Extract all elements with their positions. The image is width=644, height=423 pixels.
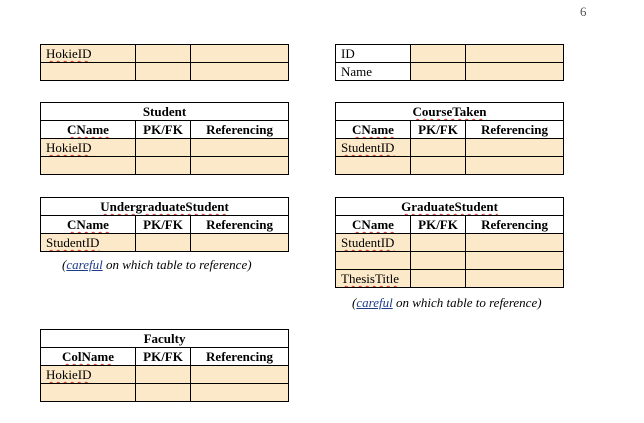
referencing-cell[interactable] [190, 62, 289, 81]
table-row [40, 62, 289, 81]
referencing-cell[interactable] [465, 44, 564, 63]
pkfk-cell[interactable] [410, 269, 466, 288]
header-colname: CName [67, 217, 109, 232]
header-row: ColName PK/FK Referencing [40, 347, 290, 366]
graduate-note: (careful on which table to reference) [352, 295, 542, 310]
column-name: ThesisTitle [341, 271, 400, 286]
referencing-cell[interactable] [464, 269, 565, 288]
column-name: HokieID [46, 367, 92, 382]
column-name: StudentID [341, 235, 395, 250]
table-row: HokieID [40, 365, 290, 384]
undergraduate-table: UndergraduateStudent CName PK/FK Referen… [39, 197, 290, 252]
pkfk-cell[interactable] [410, 44, 466, 63]
header-row: CName PK/FK Referencing [335, 120, 564, 139]
column-name: HokieID [46, 46, 92, 61]
table-title: Student [39, 102, 290, 121]
table-title: GraduateStudent [401, 199, 498, 214]
faculty-table: Faculty ColName PK/FK Referencing HokieI… [39, 329, 290, 402]
referencing-cell[interactable] [189, 233, 290, 252]
table-row [40, 156, 290, 175]
pkfk-cell[interactable] [410, 138, 466, 157]
header-referencing: Referencing [189, 120, 290, 139]
column-name-cell[interactable] [40, 156, 136, 175]
column-name: StudentID [341, 140, 395, 155]
column-name-cell[interactable] [40, 62, 136, 81]
pkfk-cell[interactable] [135, 138, 191, 157]
column-name: StudentID [46, 235, 100, 250]
pkfk-cell[interactable] [410, 62, 466, 81]
header-row: CName PK/FK Referencing [40, 120, 290, 139]
referencing-cell[interactable] [465, 138, 564, 157]
header-pkfk: PK/FK [410, 215, 466, 234]
referencing-cell[interactable] [465, 156, 564, 175]
page-number: 6 [580, 4, 587, 19]
table-row: Name [335, 62, 564, 81]
pkfk-cell[interactable] [410, 156, 466, 175]
table-row [335, 156, 564, 175]
partial-table-left: HokieID [40, 44, 289, 81]
table-row [40, 383, 290, 402]
header-colname: CName [352, 217, 394, 232]
header-row: CName PK/FK Referencing [335, 215, 565, 234]
header-pkfk: PK/FK [135, 347, 191, 366]
table-row: ID [335, 44, 564, 63]
careful-link: careful [66, 257, 103, 272]
column-name-cell[interactable] [40, 383, 136, 402]
coursetaken-table: CourseTaken CName PK/FK Referencing Stud… [335, 102, 564, 175]
referencing-cell[interactable] [464, 251, 565, 270]
student-table: Student CName PK/FK Referencing HokieID [39, 102, 290, 175]
header-pkfk: PK/FK [135, 215, 191, 234]
graduate-table: GraduateStudent CName PK/FK Referencing … [334, 197, 565, 288]
pkfk-cell[interactable] [135, 383, 191, 402]
pkfk-cell[interactable] [410, 251, 466, 270]
referencing-cell[interactable] [189, 156, 290, 175]
undergraduate-note: (careful on which table to reference) [62, 257, 252, 272]
referencing-cell[interactable] [465, 62, 564, 81]
pkfk-cell[interactable] [135, 233, 191, 252]
table-row: ThesisTitle [335, 269, 565, 288]
header-colname: ColName [62, 349, 114, 364]
table-row: HokieID [40, 138, 290, 157]
pkfk-cell[interactable] [135, 62, 191, 81]
referencing-cell[interactable] [189, 365, 290, 384]
table-row: StudentID [40, 233, 290, 252]
pkfk-cell[interactable] [410, 233, 466, 252]
header-referencing: Referencing [189, 215, 290, 234]
column-name-cell[interactable]: ID [335, 44, 411, 63]
referencing-cell[interactable] [189, 138, 290, 157]
pkfk-cell[interactable] [135, 156, 191, 175]
table-title: Faculty [39, 329, 290, 348]
column-name: HokieID [46, 140, 92, 155]
header-colname: CName [352, 122, 394, 137]
column-name-cell[interactable] [335, 251, 411, 270]
pkfk-cell[interactable] [135, 365, 191, 384]
column-name-cell[interactable]: Name [335, 62, 411, 81]
column-name-cell[interactable] [335, 156, 411, 175]
header-referencing: Referencing [465, 120, 564, 139]
header-pkfk: PK/FK [135, 120, 191, 139]
careful-link: careful [356, 295, 393, 310]
header-referencing: Referencing [464, 215, 565, 234]
table-row [335, 251, 565, 270]
table-title: UndergraduateStudent [100, 199, 229, 214]
referencing-cell[interactable] [464, 233, 565, 252]
referencing-cell[interactable] [190, 44, 289, 63]
table-row: StudentID [335, 233, 565, 252]
header-colname: CName [67, 122, 109, 137]
table-row: HokieID [40, 44, 289, 63]
header-pkfk: PK/FK [410, 120, 466, 139]
pkfk-cell[interactable] [135, 44, 191, 63]
table-title: CourseTaken [412, 104, 487, 119]
partial-table-right: ID Name [335, 44, 564, 81]
header-referencing: Referencing [189, 347, 290, 366]
header-row: CName PK/FK Referencing [40, 215, 290, 234]
referencing-cell[interactable] [189, 383, 290, 402]
table-row: StudentID [335, 138, 564, 157]
